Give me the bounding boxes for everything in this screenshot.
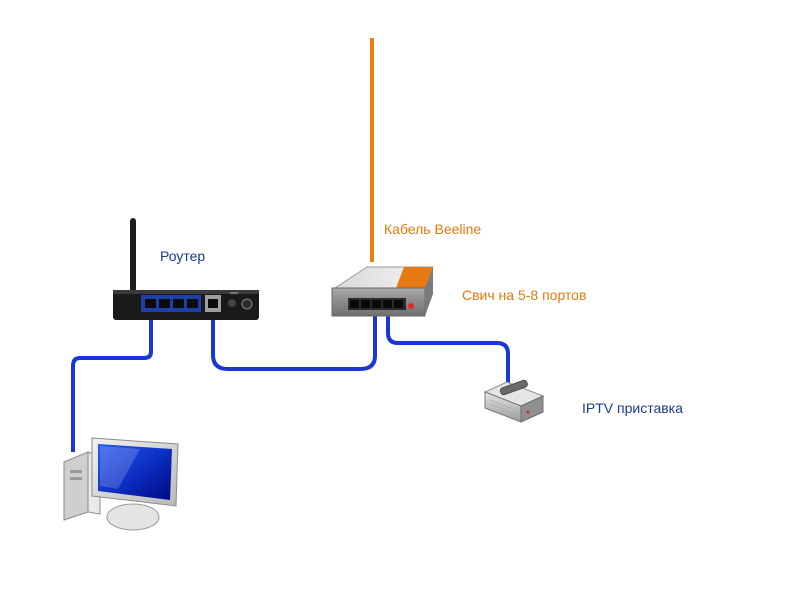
desktop-computer-icon	[63, 437, 179, 531]
iptv-label: IPTV приставка	[582, 400, 683, 416]
lan-cable-router-to-pc	[71, 318, 153, 452]
network-switch-icon	[331, 266, 434, 317]
lan-cable-router-to-switch	[211, 316, 377, 371]
isp-cable-label: Кабель Beeline	[384, 221, 482, 237]
set-top-box-icon	[483, 379, 545, 423]
router-label: Роутер	[160, 248, 206, 264]
switch-label: Свич на 5-8 портов	[462, 287, 587, 303]
lan-cable-switch-to-iptv	[386, 316, 510, 387]
router-icon	[113, 218, 259, 320]
